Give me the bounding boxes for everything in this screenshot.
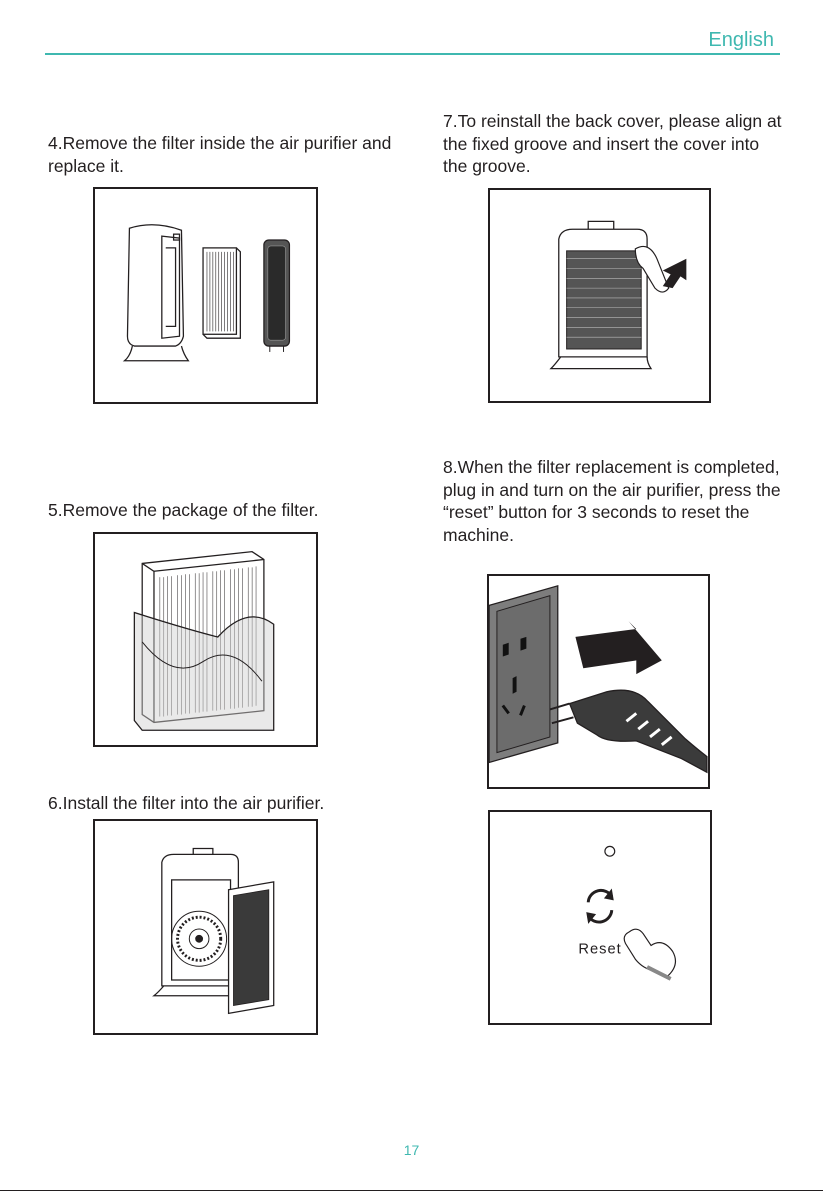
plug-socket-illustration (489, 576, 708, 787)
step-8-text: 8.When the filter replacement is complet… (443, 457, 781, 545)
reinstall-cover-illustration (549, 220, 687, 370)
reset-icon (586, 888, 614, 924)
step-7-text: 7.To reinstall the back cover, please al… (443, 111, 782, 176)
purifier-and-filters-illustration (122, 224, 291, 362)
figure-reset-button: Reset (488, 810, 712, 1025)
reset-label: Reset (578, 941, 621, 957)
header-rule (45, 53, 780, 55)
footer-rule (0, 1190, 823, 1191)
finger-icon (623, 928, 677, 981)
indicator-light-icon (604, 845, 616, 857)
figure-reinstall-cover (488, 188, 711, 403)
page-number: 17 (403, 1142, 420, 1158)
filter-in-package-illustration (133, 551, 275, 731)
reset-button-illustration: Reset (578, 845, 677, 981)
language-label: English (708, 29, 774, 51)
step-4-text: 4.Remove the filter inside the air purif… (48, 133, 392, 176)
step-5-text: 5.Remove the package of the filter. (48, 500, 319, 520)
step-6-text: 6.Install the filter into the air purifi… (48, 793, 325, 813)
figure-remove-filter (93, 187, 318, 404)
figure-unpack-filter (93, 532, 318, 747)
figure-plug-in (487, 574, 710, 789)
figure-install-filter (93, 819, 318, 1035)
install-filter-illustration (152, 847, 275, 1015)
